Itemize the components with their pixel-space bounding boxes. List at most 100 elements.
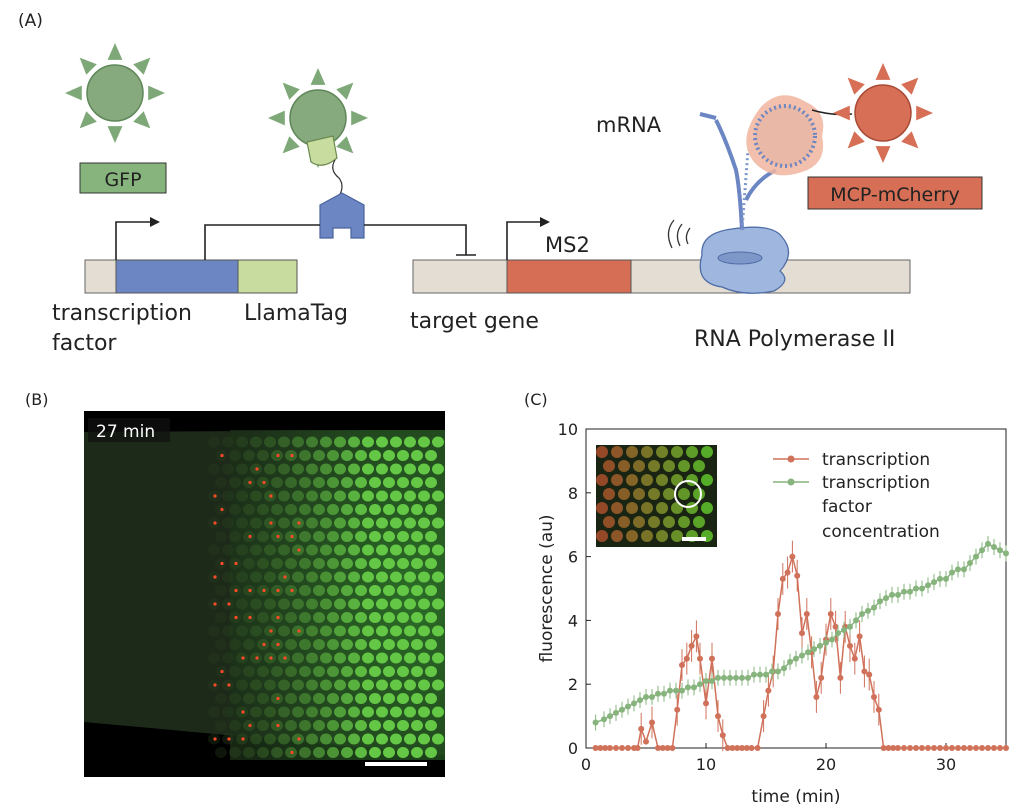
data-point xyxy=(799,652,805,659)
x-axis-label: time (min) xyxy=(751,787,840,807)
nucleus xyxy=(236,625,248,637)
nucleus xyxy=(397,720,409,731)
nucleus xyxy=(348,652,360,664)
nucleus xyxy=(397,585,409,596)
nucleus xyxy=(327,612,339,623)
data-point xyxy=(625,745,631,751)
nucleus xyxy=(271,477,283,488)
data-point xyxy=(769,668,775,675)
data-point xyxy=(985,745,991,751)
nucleus xyxy=(222,571,234,583)
nucleus xyxy=(418,733,430,745)
sun-ray xyxy=(336,136,354,154)
mcp-mcherry-label: MCP-mCherry xyxy=(830,184,960,206)
inset-nucleus xyxy=(656,446,668,458)
sun-ray xyxy=(79,57,97,75)
transcription-spot xyxy=(269,494,273,498)
data-point xyxy=(619,706,625,713)
inset-nucleus xyxy=(701,502,713,514)
nucleus xyxy=(348,436,360,448)
nucleus xyxy=(222,706,234,718)
data-point xyxy=(745,674,751,681)
inset-nucleus xyxy=(656,474,668,486)
data-point xyxy=(861,668,868,675)
nucleus xyxy=(257,612,269,623)
nucleus xyxy=(362,733,374,745)
repression-line xyxy=(364,224,467,255)
nucleus xyxy=(355,558,367,569)
nucleus xyxy=(383,585,395,596)
nucleus xyxy=(313,504,325,515)
nucleus xyxy=(404,463,416,475)
nucleus xyxy=(306,463,318,475)
nucleus xyxy=(306,625,318,637)
data-point xyxy=(693,633,700,640)
transcription-factor-icon xyxy=(319,192,365,239)
data-point xyxy=(895,745,901,751)
nucleus xyxy=(348,679,360,691)
nucleus xyxy=(397,504,409,515)
nucleus xyxy=(278,706,290,718)
rna-polymerase-icon xyxy=(667,219,790,294)
y-tick-label: 6 xyxy=(568,548,578,567)
nucleus xyxy=(418,679,430,691)
nucleus xyxy=(411,558,423,569)
nucleus xyxy=(327,747,339,758)
data-point xyxy=(937,575,943,582)
legend-marker-transcription xyxy=(787,455,795,463)
data-point xyxy=(729,745,736,751)
data-point xyxy=(673,687,679,694)
nucleus xyxy=(369,666,381,677)
data-point xyxy=(655,690,661,697)
nucleus xyxy=(257,666,269,677)
nucleus xyxy=(327,693,339,704)
sun-ray xyxy=(282,136,300,154)
nucleus xyxy=(215,477,227,488)
inset-nucleus xyxy=(693,516,705,528)
nucleus xyxy=(222,517,234,529)
nucleus xyxy=(369,585,381,596)
data-point xyxy=(721,674,727,681)
data-point xyxy=(871,693,877,700)
nucleus xyxy=(404,679,416,691)
inset-nucleus xyxy=(596,474,608,486)
nucleus xyxy=(285,720,297,731)
transcription-spot xyxy=(276,453,280,458)
nucleus xyxy=(306,679,318,691)
nucleus xyxy=(285,558,297,569)
nucleus xyxy=(250,571,262,583)
transcription-spot xyxy=(255,656,259,660)
nucleus xyxy=(397,666,409,677)
nucleus xyxy=(369,693,381,704)
gfp-fluorophore-icon xyxy=(65,43,165,143)
nucleus xyxy=(418,436,430,448)
nucleus xyxy=(250,706,262,718)
sun-ray xyxy=(107,126,123,143)
nucleus xyxy=(222,625,234,637)
nucleus xyxy=(341,531,353,542)
nucleus xyxy=(362,706,374,718)
nucleus xyxy=(334,733,346,745)
transcription-spot xyxy=(234,561,238,566)
data-point xyxy=(688,642,695,649)
nucleus xyxy=(362,625,374,637)
data-point xyxy=(949,745,955,751)
nucleus xyxy=(341,585,353,596)
tf-arrow-line xyxy=(204,224,320,260)
inset-nucleus xyxy=(678,460,690,472)
inset-nucleus xyxy=(603,460,615,472)
data-point xyxy=(685,684,691,691)
data-point xyxy=(1003,550,1009,557)
data-point xyxy=(709,655,715,662)
nucleus xyxy=(383,639,395,650)
nucleus xyxy=(425,585,437,596)
data-point xyxy=(733,674,739,681)
y-tick-label: 2 xyxy=(568,675,578,694)
target-gene-label: target gene xyxy=(410,309,539,334)
nucleus xyxy=(229,666,241,677)
inset-nucleus xyxy=(611,446,623,458)
transcription-spot xyxy=(290,534,294,539)
x-tick-label: 30 xyxy=(936,755,956,774)
nucleus xyxy=(264,598,276,610)
nucleus xyxy=(418,517,430,529)
